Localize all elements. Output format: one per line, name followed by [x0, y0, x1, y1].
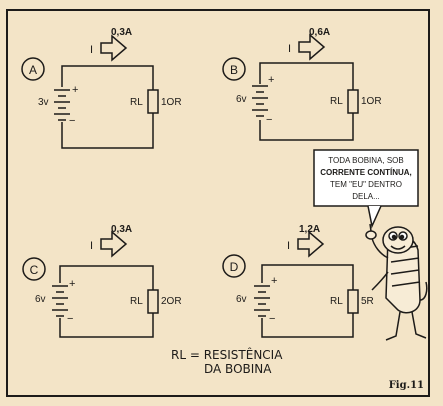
circuit-a-current: 0,3A	[111, 27, 132, 38]
circuit-a-bottom-wire	[61, 113, 154, 149]
circuit-b-voltage: 6v	[236, 94, 247, 105]
circuit-a-load: RL	[130, 97, 143, 108]
circuit-b	[222, 33, 359, 141]
circuit-b-resistance: 1OR	[361, 96, 382, 107]
circuit-a-resistance: 1OR	[161, 97, 182, 108]
circuit-c	[22, 230, 159, 338]
circuit-b-resistor-icon	[347, 89, 359, 114]
legend-line-1: RL = RESISTÊNCIA	[171, 347, 283, 362]
circuit-c-current-symbol: I	[90, 240, 93, 252]
circuit-c-top-wire	[59, 265, 154, 290]
circuit-d-minus: −	[269, 313, 275, 325]
circuit-c-bottom-wire	[59, 313, 154, 338]
circuit-d-load: RL	[330, 296, 343, 307]
circuit-b-badge	[222, 57, 246, 81]
speech-line-2: CORRENTE CONTÍNUA,	[320, 168, 412, 177]
speech-line-1: TODA BOBINA, SOB	[328, 156, 403, 165]
circuit-b-current-symbol: I	[288, 43, 291, 55]
circuit-d-current-arrow-icon	[297, 230, 325, 258]
circuit-c-plus: +	[69, 278, 75, 290]
circuit-c-resistor-icon	[147, 289, 159, 314]
speech-line-3: TEM "EU" DENTRO	[330, 180, 402, 189]
circuit-a-resistor-icon	[147, 89, 159, 114]
circuit-d-battery-icon	[254, 285, 270, 317]
circuit-c-minus: −	[67, 313, 73, 325]
circuit-c-resistance: 2OR	[161, 296, 182, 307]
circuit-a-badge	[21, 57, 45, 81]
circuit-d-current: 1,2A	[299, 224, 320, 235]
circuit-d-plus: +	[271, 275, 277, 287]
legend-line-2: DA BOBINA	[204, 362, 272, 376]
figure-label: Fig.11	[389, 380, 424, 391]
circuit-b-bottom-wire	[259, 113, 354, 141]
circuit-a-voltage: 3v	[38, 97, 49, 108]
circuit-b-current: 0,6A	[309, 27, 330, 38]
circuit-c-current-arrow-icon	[100, 230, 128, 258]
circuit-a-battery-icon	[54, 89, 70, 121]
circuit-b-id: B	[230, 63, 238, 77]
circuit-c-battery-icon	[52, 285, 68, 317]
circuit-c-id: C	[30, 263, 39, 277]
speech-bubble	[313, 149, 419, 229]
circuit-a-id: A	[29, 63, 37, 77]
circuit-c-current: 0,3A	[111, 224, 132, 235]
circuit-d-resistor-icon	[347, 289, 359, 314]
circuit-d-id: D	[230, 260, 239, 274]
circuit-a-minus: −	[69, 115, 75, 127]
circuit-a-plus: +	[72, 84, 78, 96]
circuit-d-current-symbol: I	[287, 240, 290, 252]
circuit-d	[222, 230, 359, 338]
circuit-c-voltage: 6v	[35, 294, 46, 305]
circuit-c-badge	[22, 257, 46, 281]
coil-character-icon	[365, 223, 428, 341]
speech-bubble-tail	[367, 205, 382, 229]
circuit-b-top-wire	[259, 62, 354, 90]
circuit-d-badge	[222, 254, 246, 278]
circuit-a-current-arrow-icon	[100, 34, 128, 62]
circuit-c-load: RL	[130, 296, 143, 307]
circuit-d-voltage: 6v	[236, 294, 247, 305]
circuit-b-minus: −	[266, 114, 272, 126]
circuit-b-load: RL	[330, 96, 343, 107]
speech-bubble-box	[313, 149, 419, 207]
figure-frame	[6, 9, 430, 397]
circuit-b-plus: +	[268, 74, 274, 86]
circuit-a	[21, 34, 159, 149]
speech-line-4: DELA...	[352, 192, 380, 201]
circuit-d-top-wire	[261, 264, 354, 290]
circuit-d-resistance: 5R	[361, 296, 374, 307]
circuit-a-top-wire	[61, 65, 154, 90]
circuit-b-current-arrow-icon	[298, 33, 326, 61]
circuit-d-bottom-wire	[261, 313, 354, 338]
circuit-b-battery-icon	[252, 85, 268, 117]
circuit-a-current-symbol: I	[90, 44, 93, 56]
